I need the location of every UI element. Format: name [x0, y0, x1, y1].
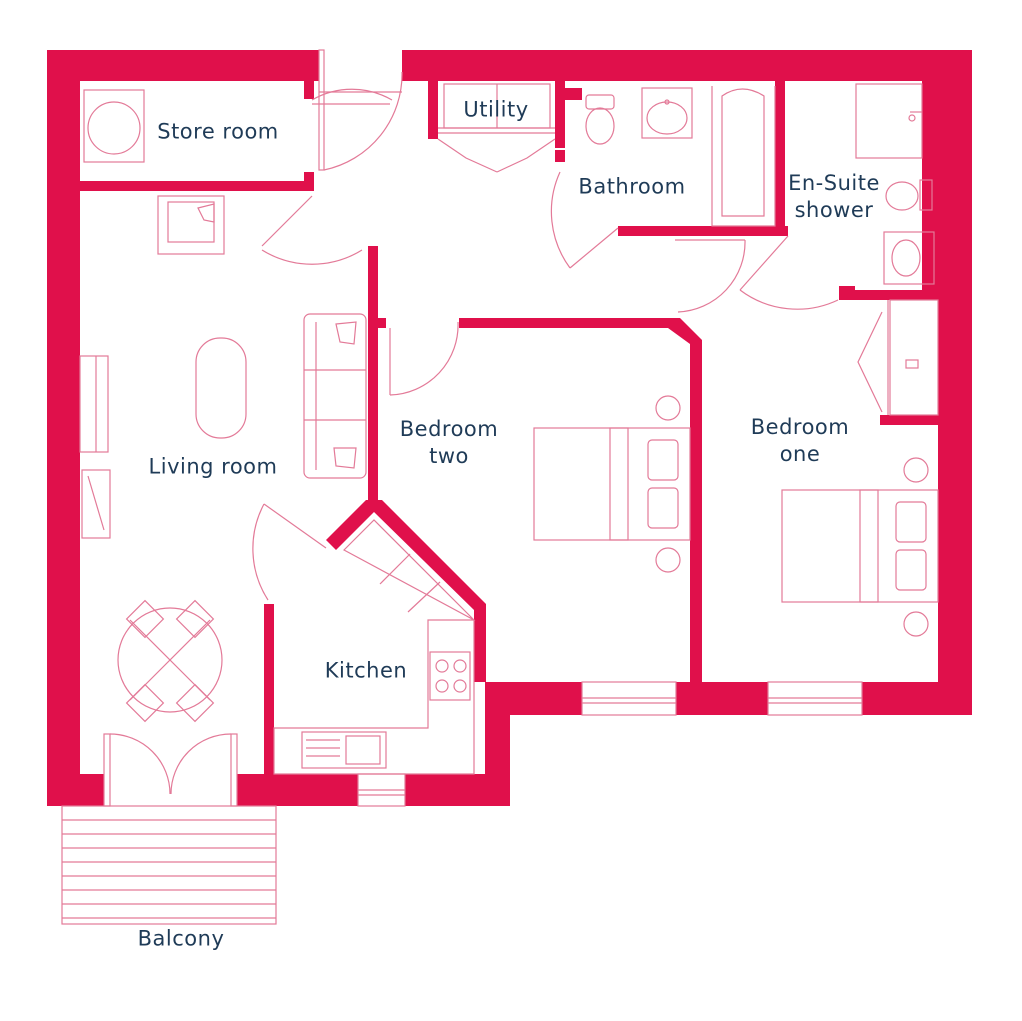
wall-utility-west	[428, 81, 438, 139]
wall-west	[47, 50, 80, 806]
wall-store-stub-bottom	[304, 172, 314, 191]
wall-bath-stub	[565, 88, 582, 100]
bedroom-one-door	[675, 239, 746, 313]
label-bedroom-one-line2: one	[779, 442, 821, 466]
wall-bath-south	[618, 226, 788, 236]
shower-icon	[855, 83, 923, 159]
fixtures	[61, 83, 939, 925]
windows	[357, 681, 863, 807]
window-kitchen	[357, 773, 406, 807]
hob-icon	[429, 651, 471, 701]
wall-east	[938, 50, 972, 715]
wall-wardrobe-south	[880, 415, 938, 425]
wall-store-south	[80, 181, 312, 191]
wall-store-stub-top	[304, 81, 314, 99]
label-ensuite-line2: shower	[794, 198, 874, 222]
ensuite-basin-icon	[883, 231, 935, 285]
lamp-icon	[655, 395, 681, 573]
kitchen-door	[252, 503, 327, 601]
balcony-icon	[61, 805, 277, 925]
walls	[47, 50, 972, 806]
label-ensuite: En-Suite shower	[788, 170, 880, 224]
sink-icon	[301, 731, 387, 769]
toilet-icon	[585, 94, 615, 145]
wall-hall-west	[368, 246, 378, 504]
lamp-icon	[903, 457, 929, 637]
bed-bedroom-one-icon	[781, 489, 939, 603]
coffee-table-icon	[195, 337, 247, 439]
window-bedroom-one	[767, 681, 863, 716]
label-bedroom-one: Bedroom one	[751, 414, 849, 468]
armchair-icon	[157, 195, 225, 255]
label-bathroom: Bathroom	[578, 174, 686, 199]
wall-ensuite-stub	[839, 286, 855, 300]
wall-south-kitchen-left	[237, 774, 358, 806]
bedroom-two-door	[389, 321, 459, 396]
utility-door	[437, 127, 556, 173]
wall-kitchen-west	[264, 604, 274, 774]
ensuite-door	[739, 235, 839, 310]
wall-south-mid	[676, 682, 768, 715]
basin-icon	[641, 87, 693, 139]
wall-ensuite-south	[846, 290, 938, 300]
wardrobe-icon	[889, 299, 939, 416]
wall-bath-east	[775, 81, 785, 236]
boiler-icon	[83, 89, 145, 163]
label-balcony: Balcony	[137, 926, 225, 951]
label-ensuite-line1: En-Suite	[788, 171, 880, 195]
tv-unit-icon	[79, 355, 109, 453]
label-store-room: Store room	[157, 119, 279, 144]
wall-bath-west-stub	[555, 150, 565, 162]
living-door	[261, 195, 363, 265]
sideboard-icon	[81, 469, 111, 539]
wall-south-east	[862, 682, 972, 715]
label-living-room: Living room	[148, 454, 278, 479]
wall-bed2-north	[459, 318, 679, 328]
window-bedroom-two	[581, 681, 677, 716]
store-door	[311, 88, 393, 105]
wall-south-kitchen-right	[405, 774, 510, 806]
label-kitchen: Kitchen	[324, 658, 408, 683]
bathroom-door	[550, 171, 619, 269]
label-utility: Utility	[463, 97, 529, 122]
doors	[103, 49, 889, 807]
balcony-doors	[103, 733, 238, 807]
wall-north-left	[47, 50, 319, 81]
wall-utility-east	[555, 81, 565, 148]
entrance-door	[318, 49, 403, 171]
wall-south-living-left	[47, 774, 104, 806]
wall-north-right	[402, 50, 972, 81]
label-bedroom-two-line1: Bedroom	[399, 417, 499, 441]
wardrobe-doors	[857, 300, 889, 415]
wall-bed-divider	[668, 318, 702, 682]
dining-table-icon	[117, 599, 223, 723]
ensuite-toilet-icon	[885, 179, 933, 211]
label-bedroom-two: Bedroom two	[400, 416, 498, 470]
label-bedroom-one-line1: Bedroom	[750, 415, 850, 439]
bed-bedroom-two-icon	[533, 427, 691, 541]
bathtub-icon	[711, 86, 776, 227]
label-bedroom-two-line2: two	[429, 444, 469, 468]
washing-machine-icon	[443, 83, 551, 129]
wall-kitchen-diagonal	[326, 500, 486, 682]
kitchen-counter-icon	[273, 519, 476, 775]
sofa-icon	[303, 313, 367, 479]
